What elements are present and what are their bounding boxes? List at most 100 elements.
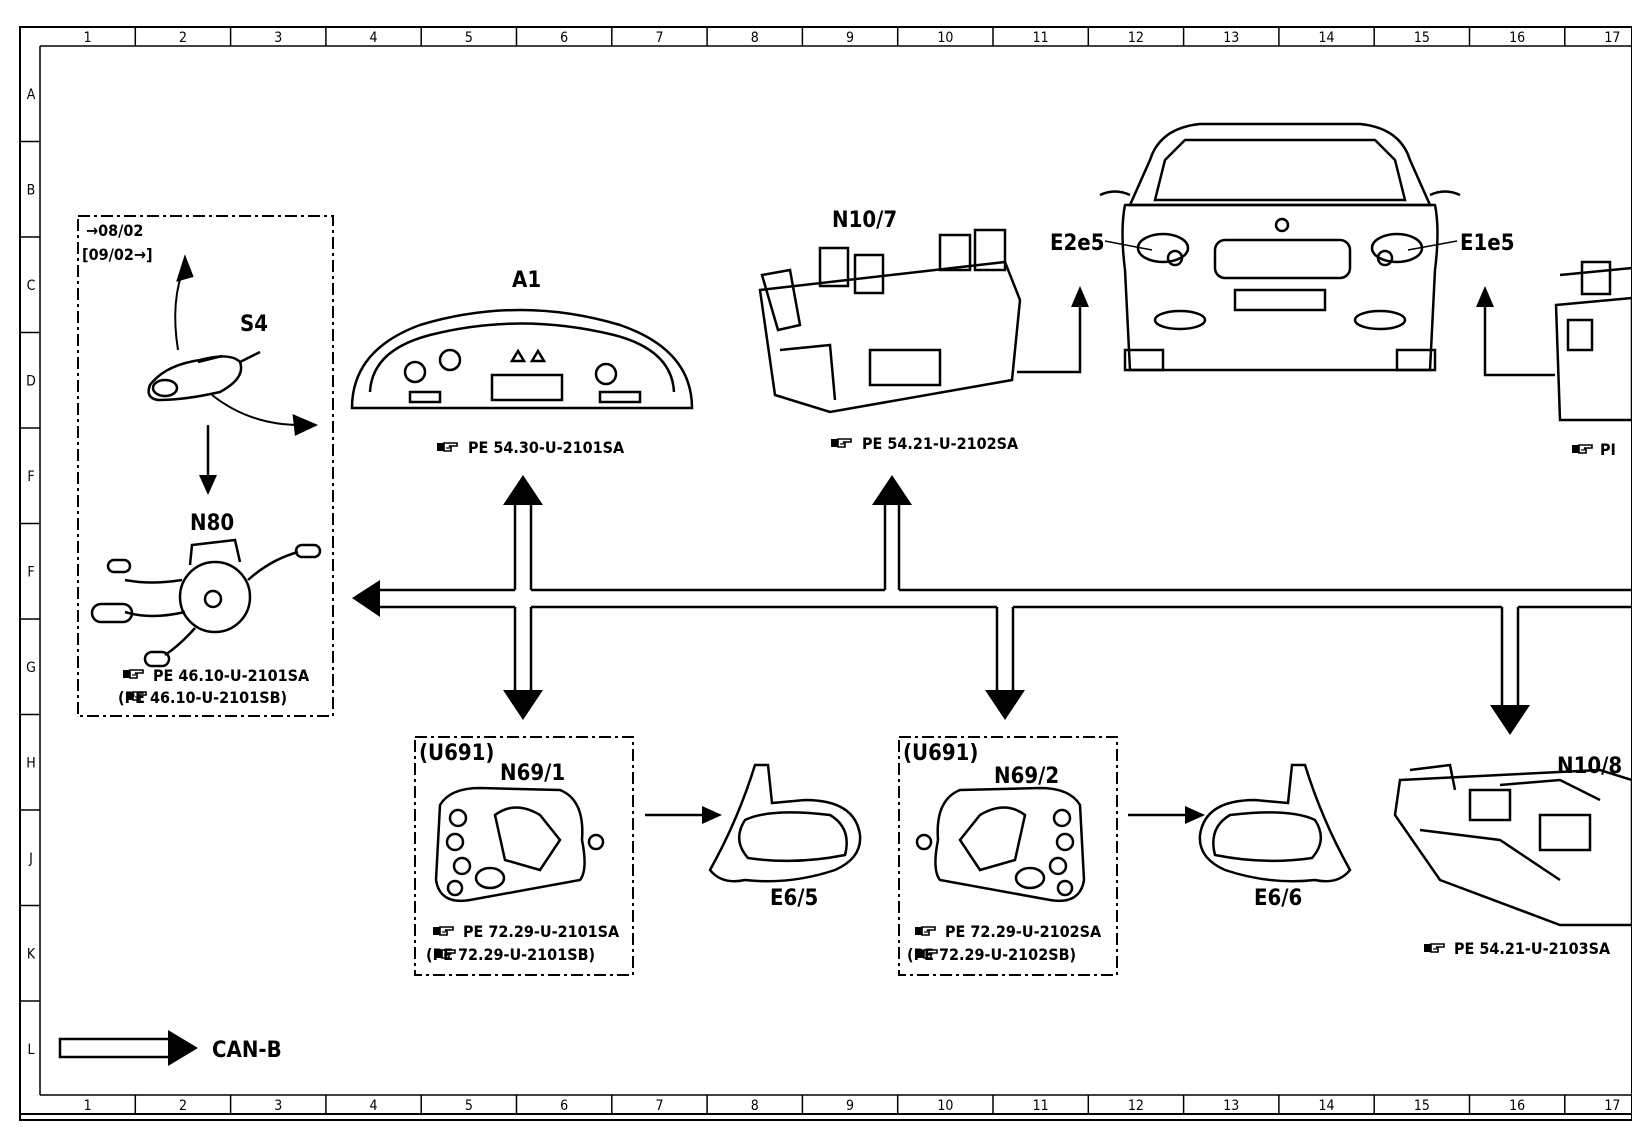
n10-7-group: N10/7 PE 54.21-U-2102SA xyxy=(758,208,1089,453)
e1e5-label: E1e5 xyxy=(1460,231,1515,256)
bus-branch-a1 xyxy=(513,500,533,690)
grid-column-label: 2 xyxy=(179,30,187,46)
grid-column-label: 12 xyxy=(1128,1098,1144,1114)
n10-8-fuse-relay-module-drawing xyxy=(1393,763,1632,927)
arrow-n10-7-to-vehicle xyxy=(1017,286,1089,374)
grid-column-label: 4 xyxy=(370,1098,378,1114)
grid-column-label: 5 xyxy=(465,1098,473,1114)
arrow-up-a1 xyxy=(503,475,543,505)
grid-row-label: D xyxy=(26,373,36,389)
n80-ref-primary: PE 46.10-U-2101SA xyxy=(153,666,310,685)
arrow-right-module-to-vehicle xyxy=(1476,286,1555,377)
grid-column-label: 7 xyxy=(655,1098,663,1114)
grid-column-label: 6 xyxy=(560,1098,568,1114)
right-module-group: PI xyxy=(1476,260,1632,459)
a1-label: A1 xyxy=(512,268,541,293)
grid-row-label: F xyxy=(27,564,34,580)
grid-row-label: A xyxy=(27,87,36,103)
grid-column-label: 9 xyxy=(846,30,854,46)
n10-8-group: N10/8 PE 54.21-U-2103SA xyxy=(1393,754,1632,958)
n69-1-ref-primary: PE 72.29-U-2101SA xyxy=(463,922,620,941)
grid-row-label: K xyxy=(27,946,36,962)
n69-2-group: (U691) N69/2 PE 72.29-U-2102SA (PE 72.29… xyxy=(898,736,1118,976)
grid-column-label: 14 xyxy=(1319,1098,1335,1114)
arrow-n69-2-to-e6-6 xyxy=(1128,806,1205,824)
vehicle-front-view-group: E2e5 E1e5 xyxy=(1050,122,1515,372)
e6-6-group: E6/6 xyxy=(1198,763,1352,911)
n10-7-fuse-relay-module-drawing xyxy=(758,228,1022,414)
n69-2-seat-switch-drawing xyxy=(915,786,1086,903)
grid-row-label: C xyxy=(27,278,36,294)
drawing-frame xyxy=(19,26,1632,1121)
grid-column-label: 3 xyxy=(274,1098,282,1114)
grid-row-label: F xyxy=(27,469,34,485)
grid-column-label: 13 xyxy=(1223,30,1239,46)
arrow-down-n69-2 xyxy=(985,690,1025,720)
n80-label: N80 xyxy=(190,511,234,536)
s4-combination-switch-drawing xyxy=(147,254,319,436)
grid-column-label: 13 xyxy=(1223,1098,1239,1114)
grid-column-label: 8 xyxy=(751,30,759,46)
grid-column-label: 11 xyxy=(1033,30,1049,46)
date-to-note: [09/02→] xyxy=(82,245,153,264)
arrow-n69-1-to-e6-5 xyxy=(645,806,722,824)
e6-5-group: E6/5 xyxy=(708,763,862,911)
grid-column-label: 8 xyxy=(751,1098,759,1114)
grid-column-label: 17 xyxy=(1604,30,1620,46)
grid-row-label: L xyxy=(27,1042,34,1058)
grid-column-label: 11 xyxy=(1033,1098,1049,1114)
n10-8-ref: PE 54.21-U-2103SA xyxy=(1454,939,1611,958)
bus-fill xyxy=(380,588,1632,609)
n69-2-code: (U691) xyxy=(903,741,978,766)
grid-column-label: 17 xyxy=(1604,1098,1620,1114)
arrow-up-n10-7 xyxy=(872,475,912,505)
bus-left-arrowhead xyxy=(352,580,380,617)
n10-7-label: N10/7 xyxy=(832,208,897,233)
n69-2-ref-secondary: (PE 72.29-U-2102SB) xyxy=(907,945,1076,964)
grid-column-label: 6 xyxy=(560,30,568,46)
right-module-ref: PI xyxy=(1600,440,1616,459)
n69-1-label: N69/1 xyxy=(500,761,565,786)
n69-1-seat-switch-drawing xyxy=(434,786,605,903)
vehicle-front-drawing xyxy=(1099,122,1461,372)
grid-column-label: 10 xyxy=(937,30,953,46)
grid-column-label: 7 xyxy=(655,30,663,46)
grid-column-label: 1 xyxy=(84,30,92,46)
can-b-bus xyxy=(352,475,1632,735)
grid-column-label: 16 xyxy=(1509,1098,1525,1114)
n69-1-code: (U691) xyxy=(419,741,494,766)
date-from-note: →08/02 xyxy=(86,221,143,240)
down-arrow-s4-n80 xyxy=(199,425,217,495)
grid-column-label: 12 xyxy=(1128,30,1144,46)
a1-ref: PE 54.30-U-2101SA xyxy=(468,438,625,457)
grid-column-label: 14 xyxy=(1319,30,1335,46)
a1-group: A1 PE 54.30-U-2101SA xyxy=(350,268,694,457)
e6-6-mirror-drawing xyxy=(1198,763,1352,883)
n10-8-label: N10/8 xyxy=(1557,754,1622,779)
s4-n80-group: →08/02 [09/02→] S4 N80 xyxy=(77,215,334,717)
grid-column-label: 9 xyxy=(846,1098,854,1114)
n69-2-ref-primary: PE 72.29-U-2102SA xyxy=(945,922,1102,941)
s4-label: S4 xyxy=(240,312,268,337)
n80-ref-secondary: (PE 46.10-U-2101SB) xyxy=(118,688,287,707)
bus-branch-n69-2 xyxy=(995,607,1015,690)
grid-column-label: 15 xyxy=(1414,30,1430,46)
arrow-down-n10-8 xyxy=(1490,705,1530,735)
grid-row-label: G xyxy=(26,660,36,676)
grid-column-label: 10 xyxy=(937,1098,953,1114)
can-b-legend: CAN-B xyxy=(58,1030,282,1066)
bus-branch-n10-7 xyxy=(883,500,901,590)
grid-column-label: 4 xyxy=(370,30,378,46)
n69-1-group: (U691) N69/1 PE 72.29-U-2101SA (PE 72.29… xyxy=(414,736,634,976)
grid-row-label: J xyxy=(28,851,33,867)
legend-label: CAN-B xyxy=(212,1038,282,1063)
grid-column-label: 3 xyxy=(274,30,282,46)
n10-7-ref: PE 54.21-U-2102SA xyxy=(862,434,1019,453)
grid-column-label: 1 xyxy=(84,1098,92,1114)
grid-column-label: 5 xyxy=(465,30,473,46)
